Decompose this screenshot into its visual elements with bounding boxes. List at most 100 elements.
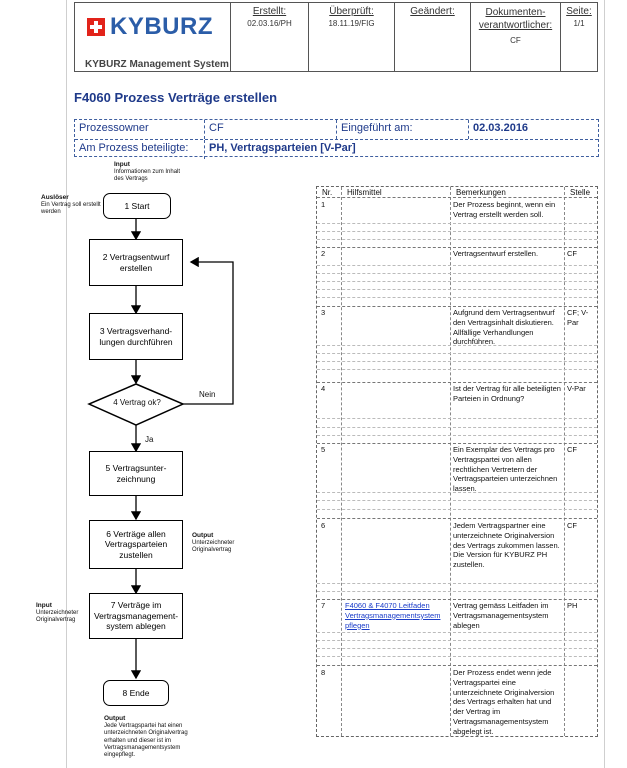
row-line	[317, 361, 597, 362]
row-5-remarks: Ein Exemplar des Vertrags pro Vertragspa…	[453, 445, 558, 493]
row-6-role: CF	[567, 521, 577, 530]
info-row-owner: Prozessowner CF Eingeführt am: 02.03.201…	[75, 120, 598, 139]
doc-owner-label: Dokumenten-verantwortlicher:	[478, 7, 553, 31]
row-line	[317, 427, 597, 428]
row-1-remarks: Der Prozess beginnt, wenn ein Vertrag er…	[453, 200, 556, 219]
process-owner-label: Prozessowner	[75, 120, 205, 139]
header-divider	[317, 197, 597, 198]
process-owner-value: CF	[205, 120, 337, 139]
arrow-4-no-back-to-2	[183, 256, 234, 405]
output-note-6: Output Unterzeichneter Originalvertrag	[192, 532, 262, 555]
input-note-top: Input Informationen zum Inhalt des Vertr…	[114, 161, 184, 184]
row-line	[317, 345, 597, 346]
row-line	[317, 289, 597, 290]
document-header: KYBURZ KYBURZ Management System Erstellt…	[74, 2, 598, 72]
input-note-top-title: Input	[114, 161, 130, 168]
row-line	[317, 273, 597, 274]
logo-cell: KYBURZ KYBURZ Management System	[75, 3, 231, 71]
row-line	[317, 509, 597, 510]
checked-value: 18.11.19/FIG	[328, 19, 375, 28]
checked-cell: Überprüft: 18.11.19/FIG	[309, 3, 395, 71]
management-system-label: KYBURZ Management System	[85, 59, 229, 70]
row-6-remarks: Jedem Vertragspartner eine unterzeichnet…	[453, 521, 560, 569]
col-sep-2	[450, 187, 451, 736]
row-divider	[317, 518, 597, 519]
no-label: Nein	[199, 390, 216, 399]
row-line	[317, 369, 597, 370]
input-note-top-text: Informationen zum Inhalt des Vertrags	[114, 169, 181, 183]
row-line	[317, 656, 597, 657]
row-line	[317, 231, 597, 232]
row-7-nr: 7	[321, 601, 326, 610]
col-sep-3	[564, 187, 565, 736]
row-5-nr: 5	[321, 445, 326, 454]
output-note-8: Output Jede Vertragspartei hat einen unt…	[104, 715, 204, 759]
row-1-nr: 1	[321, 200, 326, 209]
row-line	[317, 265, 597, 266]
row-divider	[317, 306, 597, 307]
owner-cell: Dokumenten-verantwortlicher: CF	[471, 3, 561, 71]
input-note-7: Input Unterzeichneter Originalvertrag	[36, 602, 86, 625]
row-2-remarks: Vertragsentwurf erstellen.	[453, 249, 539, 258]
row-3-role: CF; V-Par	[567, 308, 589, 327]
changed-label: Geändert:	[410, 6, 455, 17]
step-8-end: 8 Ende	[103, 680, 169, 706]
row-line	[317, 648, 597, 649]
row-6-nr: 6	[321, 521, 326, 530]
row-divider	[317, 443, 597, 444]
row-line	[317, 418, 597, 419]
row-line	[317, 435, 597, 436]
page-edge-right	[604, 0, 605, 768]
doc-owner-value: CF	[510, 36, 521, 45]
row-2-nr: 2	[321, 249, 326, 258]
output-note-8-text: Jede Vertragspartei hat einen unterzeich…	[104, 723, 188, 758]
swiss-cross-icon	[87, 18, 105, 36]
row-line	[317, 640, 597, 641]
info-row-parties: Am Prozess beteiligte: PH, Vertragsparte…	[75, 139, 598, 159]
page-value: 1/1	[573, 19, 585, 28]
trigger-note: Auslöser Ein Vertrag soll erstellt werde…	[41, 194, 101, 217]
brand-name: KYBURZ	[110, 13, 213, 40]
trigger-note-title: Auslöser	[41, 194, 69, 201]
row-line	[317, 281, 597, 282]
participants-label: Am Prozess beteiligte:	[75, 140, 205, 159]
row-line	[317, 632, 597, 633]
row-divider	[317, 382, 597, 383]
participants-value: PH, Vertragsparteien [V-Par]	[209, 142, 356, 154]
created-value: 02.03.16/PH	[247, 19, 292, 28]
row-4-remarks: Ist der Vertrag für alle beteiligten Par…	[453, 384, 561, 403]
row-7-remarks: Vertrag gemäss Leitfaden im Vertragsmana…	[453, 601, 549, 630]
output-note-6-title: Output	[192, 532, 214, 539]
row-7-aid-link[interactable]: F4060 & F4070 Leitfaden Vertragsmanageme…	[345, 601, 441, 630]
page-title: F4060 Prozess Verträge erstellen	[74, 90, 278, 105]
col-header-nr: Nr.	[322, 188, 333, 197]
row-line	[317, 492, 597, 493]
row-line	[317, 353, 597, 354]
page-label: Seite:	[566, 6, 592, 17]
row-line	[317, 591, 597, 592]
row-line	[317, 297, 597, 298]
trigger-note-text: Ein Vertrag soll erstellt werden	[41, 202, 101, 216]
row-2-role: CF	[567, 249, 577, 258]
input-note-7-title: Input	[36, 602, 52, 609]
row-line	[317, 583, 597, 584]
col-header-aid: Hilfsmittel	[347, 188, 382, 197]
row-3-nr: 3	[321, 308, 326, 317]
row-4-role: V-Par	[567, 384, 586, 393]
page-cell: Seite: 1/1	[561, 3, 597, 71]
step-7-archive: 7 Verträge im Vertragsmanagement-system …	[89, 593, 183, 639]
step-5-signing: 5 Vertragsunter-zeichnung	[89, 451, 183, 496]
created-cell: Erstellt: 02.03.16/PH	[231, 3, 309, 71]
output-note-6-text: Unterzeichneter Originalvertrag	[192, 540, 235, 554]
changed-cell: Geändert:	[395, 3, 471, 71]
row-line	[317, 223, 597, 224]
col-header-role: Stelle	[570, 188, 591, 197]
row-8-nr: 8	[321, 668, 326, 677]
step-3-negotiate: 3 Vertragsverhand-lungen durchführen	[89, 313, 183, 360]
process-steps-table: Nr. Hilfsmittel Bemerkungen Stelle 1 Der…	[316, 186, 598, 737]
step-4-decision-label: 4 Vertrag ok?	[113, 398, 161, 407]
introduced-label: Eingeführt am:	[337, 120, 469, 139]
col-header-remarks: Bemerkungen	[456, 188, 506, 197]
row-line	[317, 500, 597, 501]
